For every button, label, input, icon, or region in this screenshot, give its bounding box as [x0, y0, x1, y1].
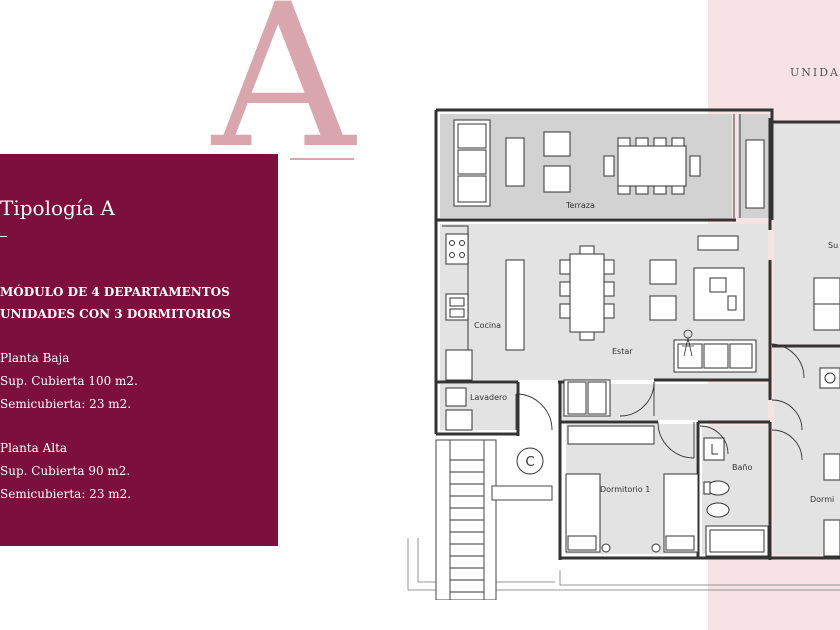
planta-alta-covered: Sup. Cubierta 90 m2.: [0, 464, 131, 478]
module-heading: MÓDULO DE 4 DEPARTAMENTOS: [0, 285, 230, 299]
letter-underline: [290, 158, 354, 160]
unit-label: UNIDAD: [790, 66, 840, 79]
living-armchair-1: [649, 259, 677, 285]
site-outline: [407, 538, 840, 591]
units-heading: UNIDADES CON 3 DORMITORIOS: [0, 307, 231, 321]
washing-machine: [445, 387, 467, 407]
panel-title-rule: [0, 236, 7, 237]
plant-icon: [682, 329, 694, 357]
terrace-furniture: [453, 119, 765, 209]
service-fixtures: [445, 277, 840, 557]
right-bed: [823, 453, 840, 481]
rug: [693, 267, 745, 321]
right-closet-1: [813, 277, 840, 305]
stair-symbol-letter: C: [525, 455, 534, 470]
kitchen-fixtures: [445, 233, 525, 381]
tv-console: [697, 235, 739, 251]
laundry-sink: [445, 409, 473, 431]
room-label-bano: Baño: [732, 463, 752, 472]
planta-baja-semicovered: Semicubierta: 23 m2.: [0, 397, 132, 411]
bedroom1-closet: [567, 425, 655, 445]
bedside-lamp-right: [651, 543, 661, 553]
bidet: [706, 502, 730, 518]
floor-plan: C Terraza Cocina Estar Lavadero Dormitor…: [400, 100, 840, 600]
right-closet-2: [813, 303, 840, 331]
terrace-dining-table: [617, 145, 687, 187]
planta-alta-semicovered: Semicubierta: 23 m2.: [0, 487, 132, 501]
terrace-bench: [745, 139, 765, 209]
bedside-lamp-left: [601, 543, 611, 553]
room-label-cocina: Cocina: [474, 321, 501, 330]
living-armchair-2: [649, 295, 677, 321]
door-swings: [515, 343, 805, 461]
typology-letter: A: [212, 0, 355, 192]
kitchen-island: [505, 259, 525, 351]
planta-baja-covered: Sup. Cubierta 100 m2.: [0, 374, 138, 388]
room-label-terraza: Terraza: [565, 201, 595, 210]
typology-info-panel: Tipología A MÓDULO DE 4 DEPARTAMENTOS UN…: [0, 154, 278, 546]
room-label-dormitorio-right: Dormi: [810, 495, 834, 504]
terrace-armchair-1: [543, 131, 571, 157]
stairs: [435, 439, 553, 600]
room-label-estar: Estar: [612, 347, 633, 356]
room-label-suite: Su: [828, 241, 838, 250]
room-label-dormitorio-1: Dormitorio 1: [600, 485, 650, 494]
dining-table: [569, 253, 605, 333]
planta-alta-title: Planta Alta: [0, 441, 68, 455]
fridge: [445, 349, 473, 381]
planta-baja-title: Planta Baja: [0, 351, 70, 365]
entry-mat: [491, 485, 553, 501]
bathroom-vanity: [703, 437, 725, 461]
partitions: [442, 114, 741, 380]
room-label-lavadero: Lavadero: [470, 393, 507, 402]
terrace-coffee-table: [505, 137, 525, 187]
stove: [445, 233, 469, 265]
stair-symbol: C: [516, 447, 544, 475]
panel-title: Tipología A: [0, 196, 115, 220]
terrace-armchair-2: [543, 165, 571, 193]
coffee-table: [709, 277, 727, 293]
